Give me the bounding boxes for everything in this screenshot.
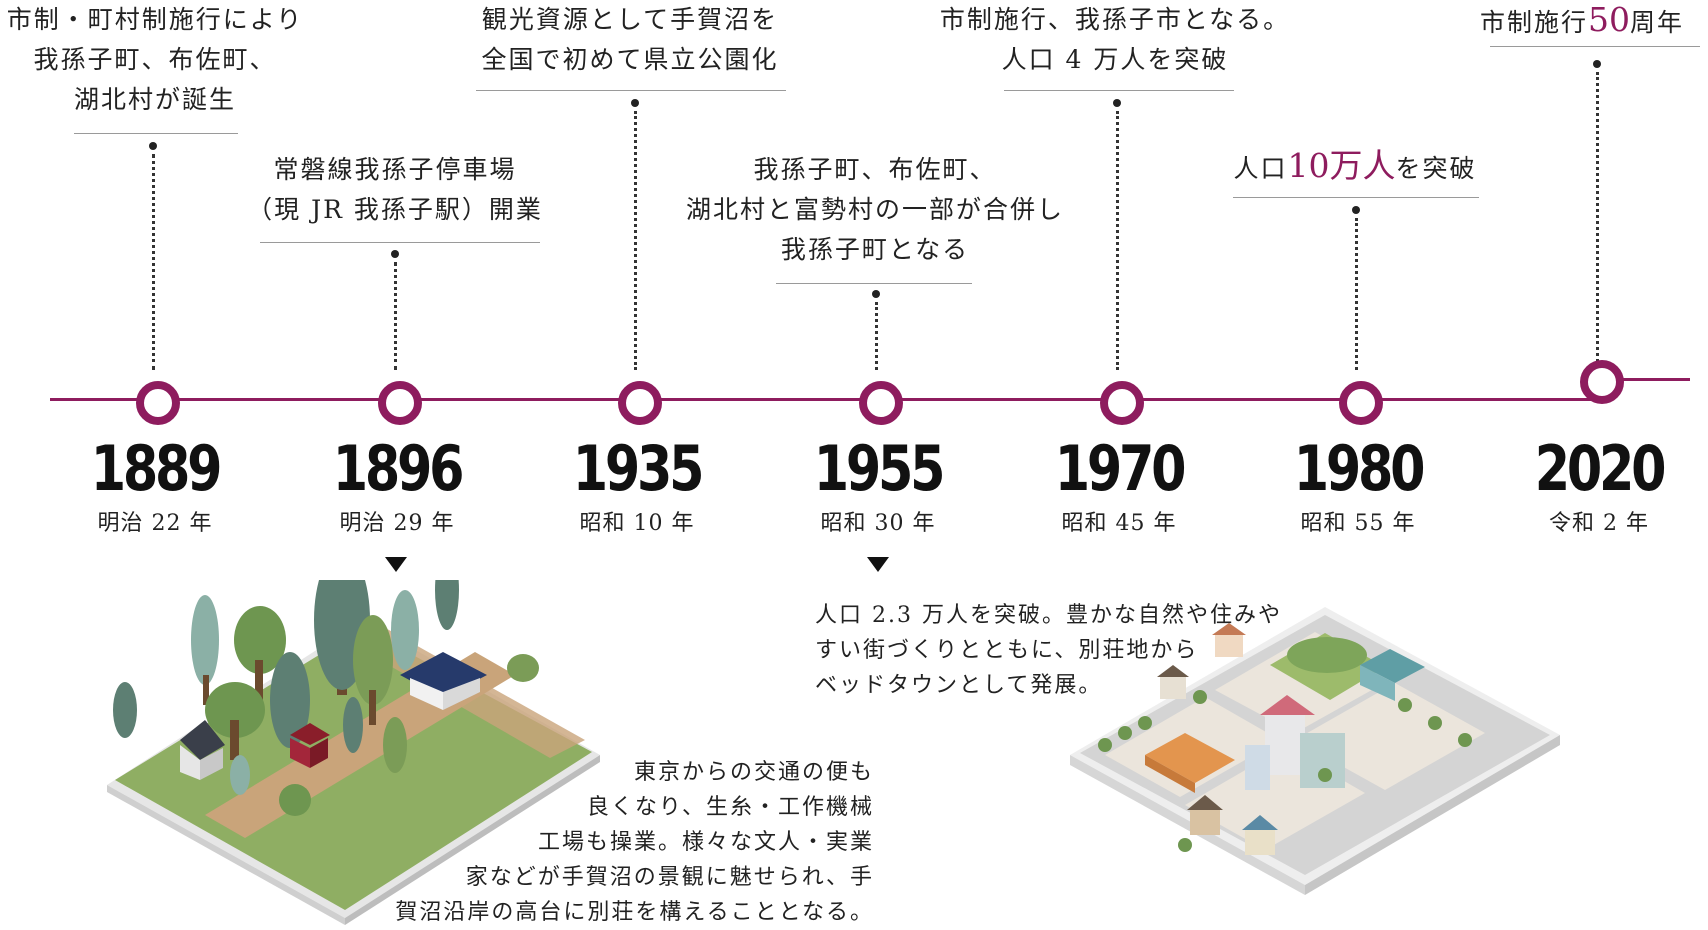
event-1896-line: 常磐線我孫子停車場 [273,155,517,184]
event-1980-connector [1355,218,1358,370]
event-1955-text: 我孫子町、布佐町、 湖北村と富勢村の一部が合併し 我孫子町となる [660,150,1090,270]
event-1980-dot [1352,206,1360,214]
event-1889-line: 我孫子町、布佐町、 [33,45,277,74]
event-2020-post: 周年 [1630,8,1685,37]
event-1955-line: 我孫子町となる [780,235,970,264]
event-1896-line: （現 JR 我孫子駅）開業 [247,195,543,224]
description-1955-line: 人口 2.3 万人を突破。豊かな自然や住みや [815,603,1282,628]
event-1955-underline [776,283,972,284]
description-1896-line: 家などが手賀沼の景観に魅せられ、手 [465,865,874,890]
shed-icon [290,723,330,768]
event-2020-dot [1593,60,1601,68]
event-1980-post: を突破 [1395,154,1477,183]
event-1970-underline [1004,90,1234,91]
year-1955: 1955 [813,432,946,505]
town-illustration [1070,607,1560,895]
event-1889-underline [74,133,238,134]
event-1980-underline [1233,197,1479,198]
description-1896-line: 良くなり、生糸・工作機械 [586,795,874,820]
event-1955-line: 湖北村と富勢村の一部が合併し [685,195,1064,224]
event-2020-pre: 市制施行 [1480,8,1589,37]
era-1970: 昭和 45 年 [1061,511,1177,536]
house-icon [180,720,225,780]
era-1889: 明治 22 年 [97,511,213,536]
timeline-node-1970 [1100,381,1144,425]
event-1955-line: 我孫子町、布佐町、 [753,155,997,184]
event-1980-pre: 人口 [1233,154,1288,183]
event-1980-line: 人口10万人を突破 [1225,146,1485,189]
event-1970-line: 人口 4 万人を突破 [1001,45,1229,74]
era-1980: 昭和 55 年 [1300,511,1416,536]
event-1935-text: 観光資源として手賀沼を 全国で初めて県立公園化 [470,0,790,80]
building-icon [1360,649,1425,701]
description-1955: 人口 2.3 万人を突破。豊かな自然や住みや すい街づくりとともに、別荘地から … [815,598,1282,703]
event-2020-accent: 50 [1588,0,1631,39]
building-icon [1245,745,1270,790]
event-1970-connector [1116,111,1119,370]
description-1896-line: 賀沼沿岸の高台に別荘を構えることとなる。 [395,900,874,925]
event-1935-underline [476,90,786,91]
timeline-line [50,398,1600,401]
era-1955: 昭和 30 年 [820,511,936,536]
event-1970-text: 市制施行、我孫子市となる。 人口 4 万人を突破 [920,0,1310,80]
timeline-node-2020 [1580,360,1624,404]
triangle-down-icon [867,557,889,572]
event-2020-connector [1596,72,1599,362]
event-1935-line: 観光資源として手賀沼を [481,5,779,34]
house-icon [400,652,487,710]
timeline-node-1889 [136,381,180,425]
year-1935: 1935 [572,432,705,505]
event-1889-line: 市制・町村制施行により [6,5,304,34]
description-1955-line: ベッドタウンとして発展。 [815,673,1103,698]
year-1896: 1896 [332,432,465,505]
event-1935-dot [631,99,639,107]
description-1896-line: 工場も操業。様々な文人・実業 [537,830,874,855]
event-1935-line: 全国で初めて県立公園化 [481,45,779,74]
event-2020-line: 市制施行50周年 [1480,0,1708,43]
event-1896-underline [260,242,540,243]
timeline-node-1896 [378,381,422,425]
year-1980: 1980 [1293,432,1426,505]
era-1935: 昭和 10 年 [579,511,695,536]
house-icon [1212,623,1246,657]
event-1970-dot [1113,99,1121,107]
house-icon [1157,665,1189,699]
event-1896-connector [394,262,397,370]
year-1970: 1970 [1054,432,1187,505]
description-1955-line: すい街づくりとともに、別荘地から [815,638,1199,663]
house-icon [1187,795,1223,835]
event-2020-text: 市制施行50周年 [1480,0,1708,43]
event-1889-text: 市制・町村制施行により 我孫子町、布佐町、 湖北村が誕生 [0,0,310,120]
year-2020: 2020 [1534,432,1667,505]
year-1889: 1889 [90,432,223,505]
building-icon [1145,733,1235,793]
era-1896: 明治 29 年 [339,511,455,536]
event-1889-line: 湖北村が誕生 [73,85,236,114]
event-1970-line: 市制施行、我孫子市となる。 [939,5,1291,34]
description-1896-line: 東京からの交通の便も [633,760,874,785]
event-1896-text: 常磐線我孫子停車場 （現 JR 我孫子駅）開業 [240,150,550,230]
house-icon [1242,815,1278,855]
triangle-down-icon [385,557,407,572]
event-2020-underline [1490,46,1700,47]
event-1955-dot [872,290,880,298]
event-1935-connector [634,111,637,370]
timeline-node-1980 [1339,381,1383,425]
event-1955-connector [875,302,878,370]
era-2020: 令和 2 年 [1549,511,1649,536]
event-1889-dot [149,142,157,150]
timeline-line-extension [1620,378,1690,381]
event-1896-dot [391,250,399,258]
timeline-node-1935 [618,381,662,425]
building-icon [1260,695,1315,775]
event-1980-text: 人口10万人を突破 [1225,146,1485,189]
rural-village-illustration [107,580,600,925]
timeline-node-1955 [859,381,903,425]
event-1889-connector [152,154,155,370]
description-1896: 東京からの交通の便も 良くなり、生糸・工作機械 工場も操業。様々な文人・実業 家… [395,755,874,930]
event-1980-accent: 10万人 [1287,146,1396,185]
